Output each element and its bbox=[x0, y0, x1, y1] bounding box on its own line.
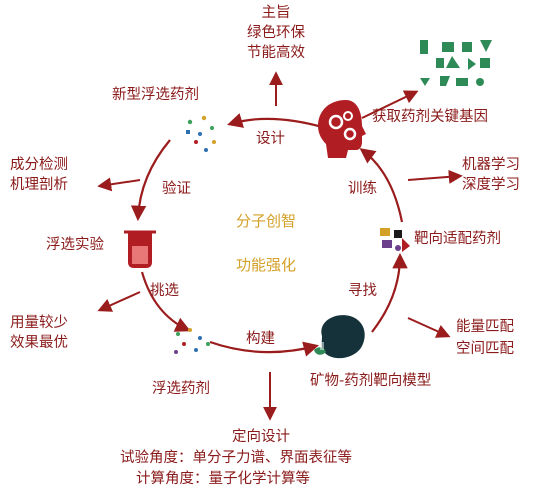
center-line-2: 功能强化 bbox=[235, 256, 296, 274]
arrow-gene bbox=[361, 90, 419, 119]
stage-design: 设计 bbox=[256, 131, 285, 147]
beaker-icon bbox=[124, 230, 156, 268]
stage-verify: 验证 bbox=[162, 181, 191, 197]
outer-directed-1: 定向设计 bbox=[232, 429, 290, 445]
arrow-match bbox=[407, 317, 451, 338]
arc-build bbox=[209, 340, 319, 357]
outer-top-2: 绿色环保 bbox=[247, 25, 305, 41]
outer-ml-1: 机器学习 bbox=[462, 157, 520, 173]
stage-build: 构建 bbox=[246, 331, 275, 347]
outer-top-3: 节能高效 bbox=[247, 45, 305, 61]
center-line-1: 分子创智 bbox=[235, 212, 296, 230]
node-target-reagent: 靶向适配药剂 bbox=[414, 231, 501, 247]
mineral-model-icon bbox=[314, 315, 365, 359]
new-reagent-molecules-icon bbox=[186, 115, 216, 152]
arc-design bbox=[227, 113, 327, 130]
outer-match-2: 空间匹配 bbox=[456, 341, 514, 357]
outer-dosage-2: 效果最优 bbox=[10, 335, 68, 351]
outer-analysis-1: 成分检测 bbox=[10, 157, 68, 173]
node-experiment: 浮选实验 bbox=[46, 237, 104, 253]
head-gears-icon bbox=[318, 100, 366, 158]
arrow-analysis bbox=[97, 177, 141, 192]
outer-top-1: 主旨 bbox=[261, 5, 291, 21]
outer-dosage-1: 用量较少 bbox=[10, 315, 68, 331]
node-gene: 获取药剂关键基因 bbox=[372, 109, 488, 125]
stage-select: 挑选 bbox=[150, 283, 179, 299]
outer-directed-3: 计算角度：量子化学计算等 bbox=[136, 471, 310, 487]
node-reagent: 浮选药剂 bbox=[152, 381, 210, 397]
reagent-molecules-icon bbox=[380, 228, 410, 252]
outer-match-1: 能量匹配 bbox=[456, 319, 514, 335]
green-shapes-icon bbox=[420, 40, 492, 86]
stage-train: 训练 bbox=[348, 181, 377, 197]
outer-ml-2: 深度学习 bbox=[462, 177, 520, 193]
outer-directed-2: 试验角度：单分子力谱、界面表征等 bbox=[120, 450, 352, 466]
node-model: 矿物-药剂靶向模型 bbox=[310, 373, 432, 389]
arrow-ml bbox=[407, 169, 463, 184]
arrow-dosage bbox=[97, 291, 141, 312]
arc-seek bbox=[371, 252, 408, 333]
stage-seek: 寻找 bbox=[348, 283, 377, 299]
node-new-reagent: 新型浮选药剂 bbox=[112, 87, 199, 103]
arc-train bbox=[359, 148, 404, 223]
cycle-arrows bbox=[130, 113, 408, 357]
flotation-reagent-molecules-icon bbox=[174, 328, 210, 354]
arc-select bbox=[140, 271, 191, 332]
outward-arrows bbox=[97, 71, 463, 421]
outer-analysis-2: 机理剖析 bbox=[10, 177, 68, 193]
arc-verify bbox=[130, 139, 171, 222]
